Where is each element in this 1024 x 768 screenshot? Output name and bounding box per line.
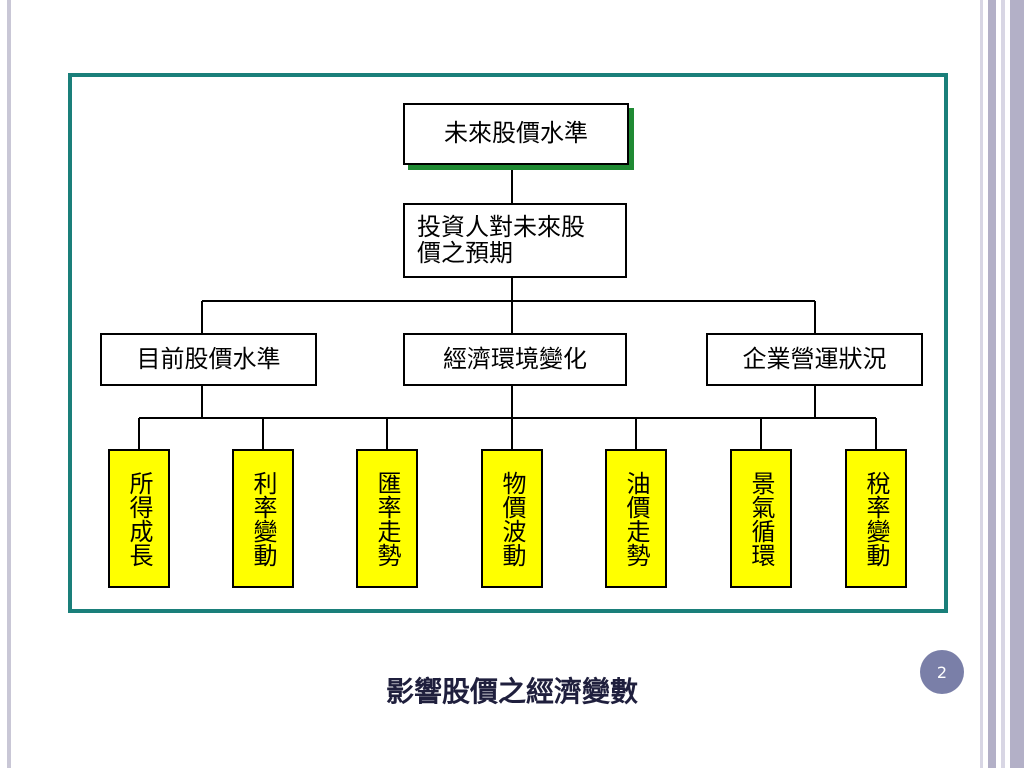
right-edge-stripe-4 bbox=[1010, 0, 1024, 768]
leaf-node-label: 景氣循環 bbox=[747, 470, 775, 567]
right-edge-stripe-2 bbox=[988, 0, 996, 768]
page-number-badge: 2 bbox=[920, 650, 964, 694]
leaf-node-label: 所得成長 bbox=[125, 470, 153, 567]
root-node-label: 未來股價水準 bbox=[444, 119, 588, 148]
slide-caption: 影響股價之經濟變數 bbox=[386, 675, 639, 708]
leaf-node-price-level: 物價波動 bbox=[481, 449, 543, 588]
leaf-node-business-cycle: 景氣循環 bbox=[730, 449, 792, 588]
root-node: 未來股價水準 bbox=[403, 103, 629, 165]
factor-node-label: 企業營運狀況 bbox=[742, 344, 887, 373]
leaf-node-exchange-rate: 匯率走勢 bbox=[356, 449, 418, 588]
leaf-node-label: 利率變動 bbox=[249, 470, 277, 567]
leaf-node-oil-price: 油價走勢 bbox=[605, 449, 667, 588]
right-edge-stripe-3 bbox=[1001, 0, 1005, 768]
factor-node-economic-change: 經濟環境變化 bbox=[403, 333, 627, 386]
leaf-node-label: 匯率走勢 bbox=[373, 470, 401, 567]
leaf-node-interest-rate: 利率變動 bbox=[232, 449, 294, 588]
leaf-node-income-growth: 所得成長 bbox=[108, 449, 170, 588]
factor-node-current-price: 目前股價水準 bbox=[100, 333, 317, 386]
leaf-node-tax-rate: 稅率變動 bbox=[845, 449, 907, 588]
leaf-node-label: 稅率變動 bbox=[862, 470, 890, 567]
factor-node-business-operations: 企業營運狀況 bbox=[706, 333, 923, 386]
leaf-node-label: 物價波動 bbox=[498, 470, 526, 567]
page-number: 2 bbox=[936, 662, 948, 682]
left-edge-stripe bbox=[7, 0, 11, 768]
expectation-node: 投資人對未來股價之預期 bbox=[403, 203, 627, 278]
expectation-node-label: 投資人對未來股價之預期 bbox=[417, 213, 585, 267]
right-edge-stripe-1 bbox=[980, 0, 983, 768]
leaf-node-label: 油價走勢 bbox=[622, 470, 650, 567]
factor-node-label: 目前股價水準 bbox=[136, 344, 281, 373]
factor-node-label: 經濟環境變化 bbox=[443, 344, 587, 373]
